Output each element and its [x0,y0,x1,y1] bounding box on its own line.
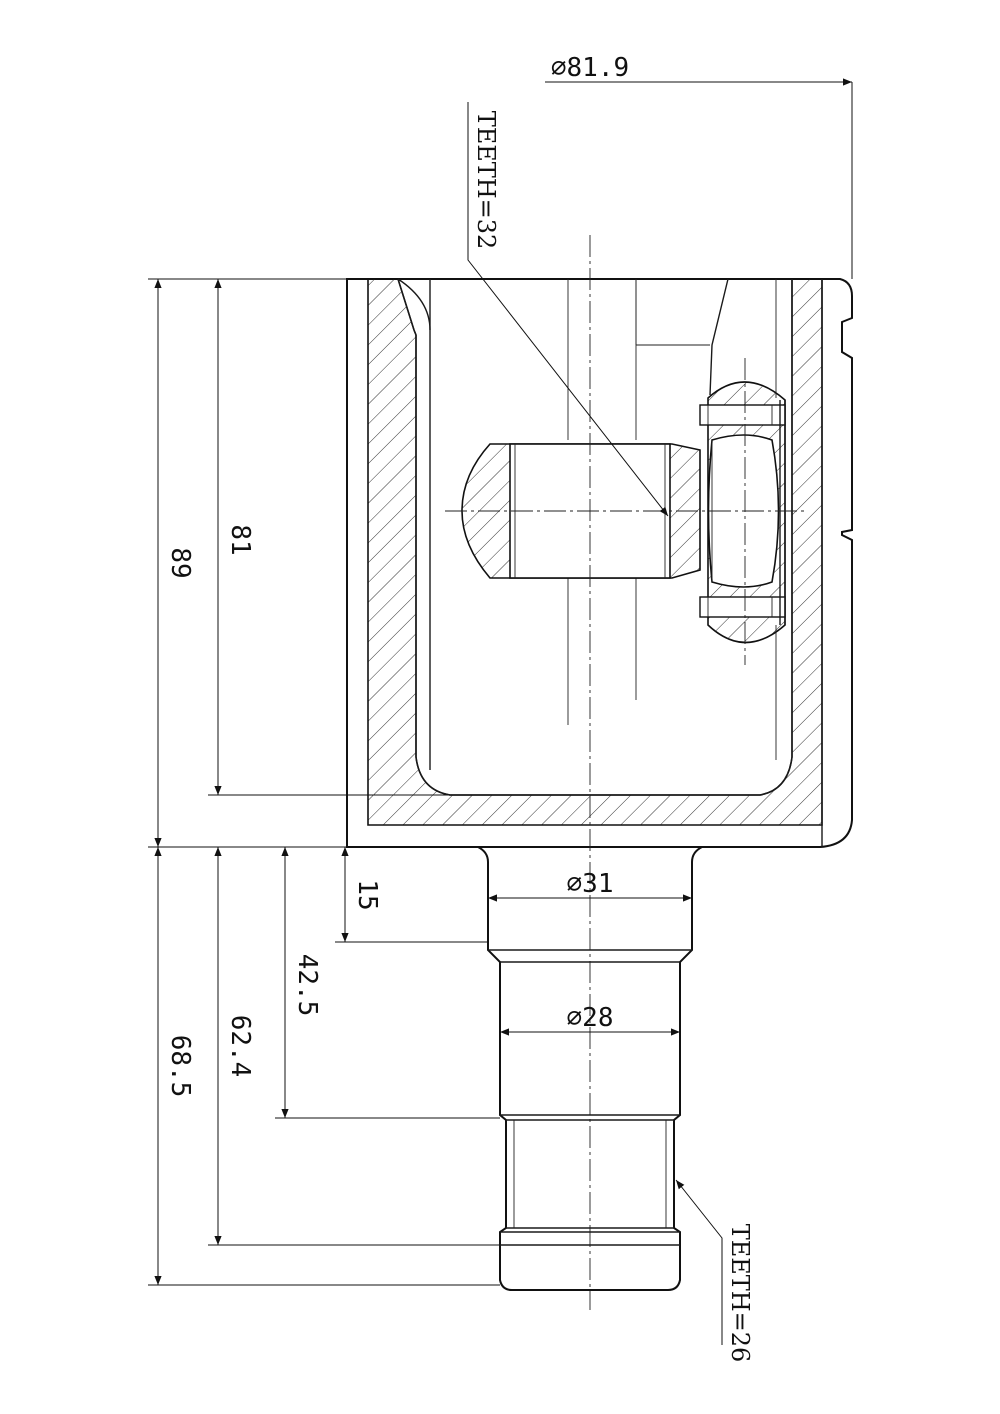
dim-dia-81-9: ∅81.9 [551,53,629,83]
dim-81: 81 [225,524,255,555]
housing-body [346,278,853,848]
dim-15: 15 [352,879,382,910]
dim-dia-28: ∅28 [567,1003,614,1033]
dim-62-4: 62.4 [225,1015,255,1078]
note-teeth-26: TEETH=26 [726,1224,754,1363]
note-teeth-32: TEETH=32 [472,111,500,250]
dim-89: 89 [165,547,195,578]
output-shaft [477,846,703,1291]
dim-dia-31: ∅31 [567,869,614,899]
dimensions: 89 81 68.5 62.4 42.5 15 ∅31 ∅28 ∅81.9 TE… [148,53,853,1363]
dim-42-5: 42.5 [292,954,322,1017]
tripod-spider [461,381,786,644]
dim-68-5: 68.5 [165,1035,195,1098]
